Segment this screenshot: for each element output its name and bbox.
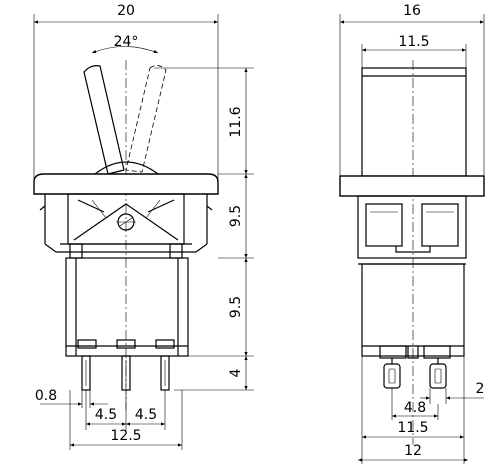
pin-pitch-left-label: 4.5 bbox=[95, 407, 117, 423]
front-cap bbox=[33, 173, 219, 195]
actuator-width-label: 11.5 bbox=[398, 34, 429, 50]
pin-pitch-right-label: 4.5 bbox=[135, 407, 157, 423]
dim-side-width: 16 bbox=[339, 3, 485, 176]
front-right-dims: 11.6 9.5 9.5 4 bbox=[154, 67, 254, 391]
lower-body-height-label: 9.5 bbox=[228, 296, 244, 318]
front-lower-body bbox=[65, 257, 189, 357]
toggle-lever-solid bbox=[83, 65, 125, 175]
toggle-height-label: 11.6 bbox=[228, 106, 244, 137]
base-width-label: 12 bbox=[404, 443, 422, 459]
front-width-label: 20 bbox=[117, 3, 135, 19]
side-view: 16 11.5 bbox=[339, 3, 485, 464]
front-pins bbox=[77, 339, 175, 391]
front-view: 20 24° bbox=[33, 3, 254, 450]
side-pins bbox=[379, 345, 451, 389]
toggle-lever-dashed bbox=[125, 65, 167, 173]
side-cap bbox=[339, 175, 485, 197]
side-actuator bbox=[361, 67, 467, 177]
dim-base-width: 12 bbox=[358, 443, 468, 462]
pin-pitch-label: 4.8 bbox=[404, 400, 426, 416]
side-width-label: 16 bbox=[403, 3, 421, 19]
pin-span-label: 12.5 bbox=[110, 428, 141, 444]
dim-pin-pitch: 4.8 bbox=[391, 388, 439, 420]
toggle-dome bbox=[94, 161, 159, 175]
front-bottom-dims: 0.8 4.5 4.5 12.5 bbox=[35, 388, 183, 450]
upper-body-height-label: 9.5 bbox=[228, 205, 244, 227]
dim-actuator-width: 11.5 bbox=[361, 34, 467, 70]
dim-toggle-angle: 24° bbox=[91, 34, 159, 54]
front-mechanism bbox=[39, 193, 213, 259]
dim-body-width: 11.5 bbox=[361, 356, 465, 464]
dim-pin-width: 2 bbox=[420, 381, 484, 404]
pin-width-label: 2 bbox=[476, 381, 485, 397]
toggle-angle-label: 24° bbox=[114, 34, 139, 50]
side-mechanism bbox=[357, 195, 467, 265]
dim-front-width: 20 bbox=[33, 3, 219, 180]
pin-length-label: 4 bbox=[228, 368, 244, 377]
pin-thickness-label: 0.8 bbox=[35, 388, 57, 404]
body-width-label: 11.5 bbox=[397, 420, 428, 436]
